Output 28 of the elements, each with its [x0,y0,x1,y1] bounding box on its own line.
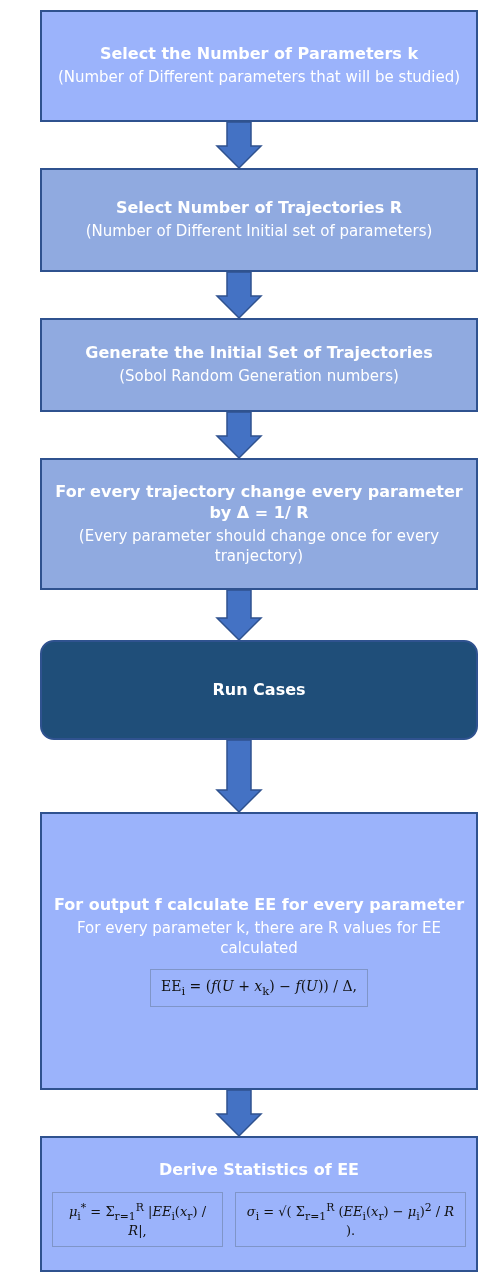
box-description: (Sobol Random Generation numbers) [119,366,399,387]
process-box [40,458,478,590]
box-description: For every parameter k, there are R values for EE calculated [75,917,443,959]
block-arrow [215,121,263,170]
process-box [40,640,478,740]
box-heading: Select the Number of Parameters k [99,44,418,66]
formula: μ$_{i}$$^{*}$ = Σ$_{r=1}$$^{R}$ |EE$_{i}$(x$_{r}$) / R|, [52,1192,223,1248]
block-arrow [215,739,263,814]
box-heading: Run Cases [212,679,306,701]
process-box [40,1136,478,1272]
box-description: (Every parameter should change once for every tranjectory) [77,525,441,567]
box-heading: Derive Statistics of EE [158,1159,360,1181]
box-heading: For output f calculate EE for every parameter [53,894,465,916]
formula: σ$_{i}$ = √( Σ$_{r=1}$$^{R}$ (EE$_{i}$(x$_{r}$) − μ$_{i}$)$^{2}$ / R ). [234,1192,466,1248]
box-description: (Number of Different Initial set of parameters) [85,221,433,242]
process-box [40,168,478,272]
box-heading: Select Number of Trajectories R [115,198,403,220]
block-arrow [215,1089,263,1138]
box-description: (Number of Different parameters that will be studied) [57,67,461,88]
process-box [40,318,478,412]
block-arrow [215,271,263,320]
block-arrow [215,589,263,642]
process-box [40,10,478,122]
process-box [40,812,478,1090]
block-arrow [215,411,263,460]
box-heading: Generate the Initial Set of Trajectories [85,343,433,365]
box-heading: For every trajectory change every parameter by Δ = 1/ R [54,481,464,524]
formula: EE$_{i}$ = (f(U + x$_{k}$) − f(U)) / Δ, [149,969,368,1008]
